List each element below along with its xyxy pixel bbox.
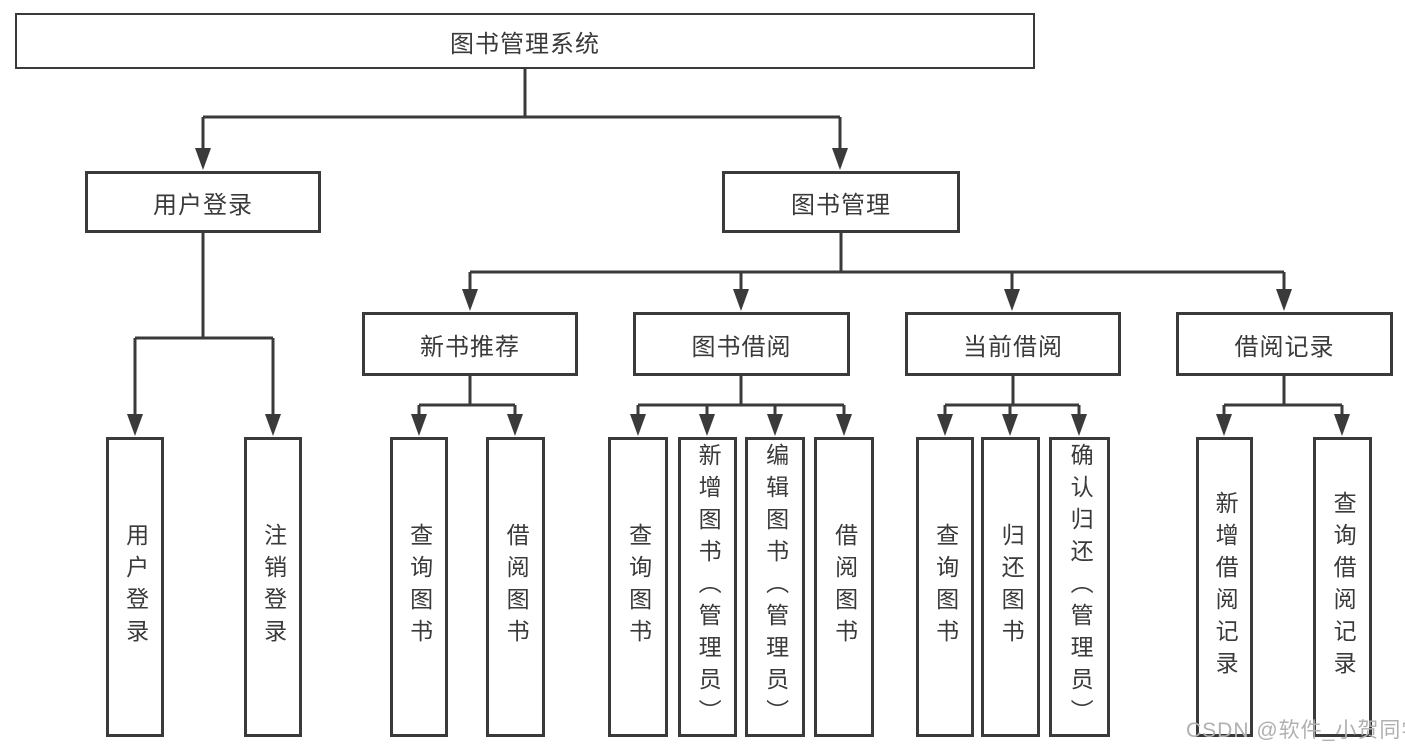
- node-library-management-system: 图书管理系统: [15, 13, 1035, 69]
- csdn-watermark: CSDN @软件_小贺同学: [1186, 719, 1405, 742]
- leaf-return-books: 归还图书: [981, 437, 1040, 737]
- node-new-book-recommend: 新书推荐: [362, 312, 578, 376]
- leaf-query-books-current: 查询图书: [916, 437, 974, 737]
- node-borrow-records: 借阅记录: [1176, 312, 1393, 376]
- node-user-login: 用户登录: [85, 171, 321, 233]
- leaf-borrow-books: 借阅图书: [814, 437, 874, 737]
- leaf-user-login: 用户登录: [106, 437, 164, 737]
- node-book-borrow: 图书借阅: [633, 312, 850, 376]
- leaf-edit-books-admin: 编辑图书（管理员）: [745, 437, 805, 737]
- node-label: 用户登录: [153, 191, 253, 219]
- leaf-logout: 注销登录: [244, 437, 302, 737]
- leaf-borrow-books-recommend: 借阅图书: [486, 437, 545, 737]
- leaf-query-books-recommend: 查询图书: [390, 437, 448, 737]
- leaf-query-borrow-record: 查询借阅记录: [1313, 437, 1372, 737]
- node-current-borrow: 当前借阅: [905, 312, 1121, 376]
- node-label: 图书管理系统: [450, 30, 600, 58]
- leaf-query-books-borrow: 查询图书: [608, 437, 668, 737]
- node-label: 借阅记录: [1234, 333, 1335, 361]
- node-label: 当前借阅: [963, 333, 1063, 361]
- node-book-management: 图书管理: [722, 171, 960, 233]
- node-label: 图书管理: [791, 191, 891, 219]
- node-label: 图书借阅: [691, 333, 792, 361]
- node-label: 新书推荐: [420, 333, 520, 361]
- leaf-add-books-admin: 新增图书（管理员）: [678, 437, 737, 737]
- leaf-confirm-return-admin: 确认归还（管理员）: [1049, 437, 1110, 737]
- leaf-add-borrow-record: 新增借阅记录: [1196, 437, 1253, 737]
